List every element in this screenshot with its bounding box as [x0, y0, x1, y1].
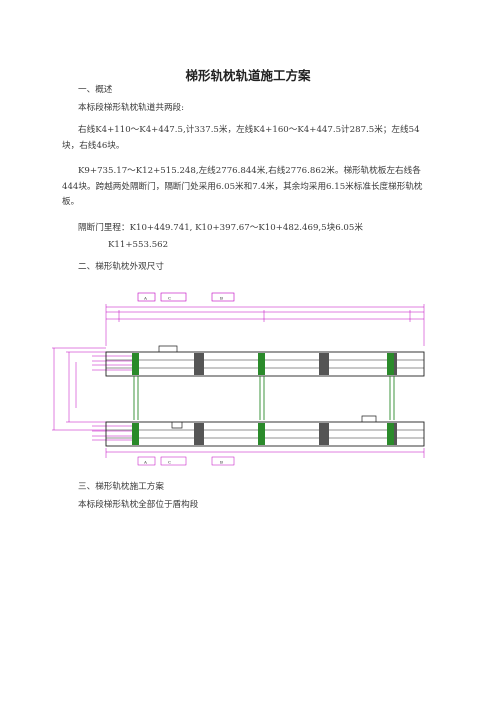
label-b-bottom: B	[220, 460, 223, 465]
lower-rail-beam	[105, 415, 425, 447]
label-c: C	[168, 296, 171, 301]
section-3-text: 本标段梯形轨枕全部位于盾构段	[78, 500, 199, 510]
top-label-boxes: A C B	[137, 292, 235, 302]
gate-mileage-line: 隔断门里程：K10+449.741, K10+397.67～K10+482.46…	[78, 223, 363, 233]
intro-text: 本标段梯形轨枕轨道共两段:	[78, 103, 185, 113]
upper-rail-beam	[105, 345, 425, 377]
paragraph-2: K9+735.17～K12+515.248,左线2776.844米,右线2776…	[62, 166, 423, 207]
left-dimension-lines	[52, 347, 134, 441]
section-1-heading: 一、概述	[78, 85, 113, 95]
label-c-bottom: C	[168, 460, 171, 465]
cross-ties	[133, 376, 395, 420]
ladder-sleeper-drawing: A C B	[52, 292, 425, 466]
label-a-bottom: A	[143, 460, 147, 465]
paragraph-1: 右线K4+110～K4+447.5,计337.5米，左线K4+160～K4+44…	[62, 125, 420, 151]
section-2-heading: 二、梯形轨枕外观尺寸	[78, 262, 164, 272]
bottom-dimension-lines: A C B	[105, 448, 425, 466]
label-b: B	[220, 296, 223, 301]
label-a: A	[143, 296, 147, 301]
page-title: 梯形轨枕轨道施工方案	[185, 68, 311, 83]
top-dimension-lines	[105, 304, 425, 346]
section-3-heading: 三、梯形轨枕施工方案	[78, 482, 164, 492]
gate-mileage-line-2: K11+553.562	[108, 240, 169, 250]
